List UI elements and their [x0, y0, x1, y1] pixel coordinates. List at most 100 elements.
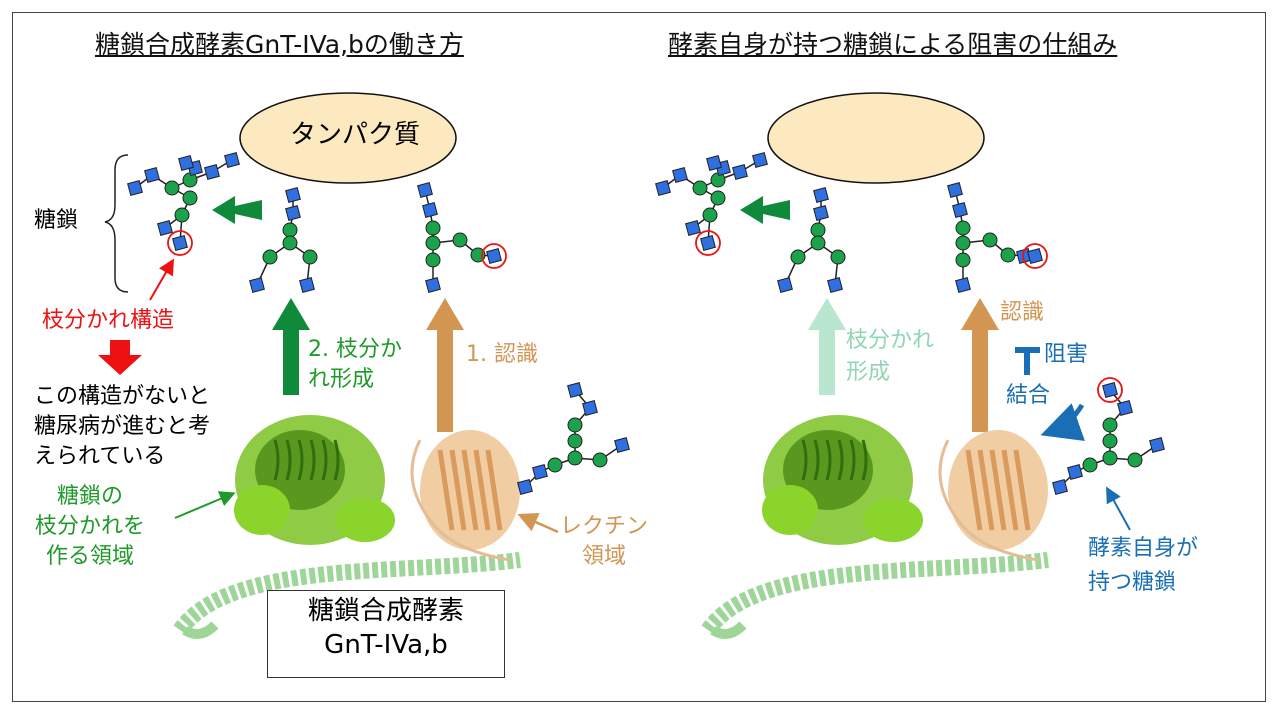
sugar-circle	[282, 235, 298, 251]
sugar-square	[947, 182, 963, 198]
branch-highlight-circle	[695, 230, 721, 256]
enzyme-structure-right	[701, 415, 1049, 639]
sugar-circle	[830, 249, 846, 265]
branch-domain-label: 糖鎖の枝分かれを作る領域	[34, 484, 145, 569]
sugar-circle	[425, 252, 441, 268]
sugar-circle	[567, 450, 583, 466]
glycan-branched	[655, 152, 768, 256]
sugar-circle	[810, 235, 826, 251]
step2-arrow	[272, 298, 310, 395]
sugar-square	[567, 382, 583, 398]
sugar-square	[517, 479, 533, 495]
sugar-square	[732, 164, 748, 180]
down-arrow-red	[98, 340, 142, 375]
glycan-substrate-left	[417, 182, 507, 293]
binding-label: 結合	[1006, 383, 1051, 408]
protein-ellipse-left	[239, 92, 457, 184]
sugar-square	[813, 205, 829, 221]
sugar-square	[224, 152, 240, 168]
sugar-circle	[174, 207, 190, 223]
left-title: 糖鎖合成酵素GnT-IVa,bの働き方	[95, 30, 464, 59]
sugar-circle	[182, 190, 198, 206]
sugar-circle	[567, 417, 583, 433]
sugar-square	[827, 277, 843, 293]
sugar-square	[1102, 382, 1118, 398]
sugar-square	[813, 187, 829, 203]
sugar-square	[486, 248, 502, 264]
branch-pointer-arrow	[149, 258, 175, 301]
sugar-circle	[702, 207, 718, 223]
sugar-square	[532, 464, 548, 480]
sugar-circle	[955, 220, 971, 236]
sugar-circle	[302, 249, 318, 265]
sugar-circle	[1082, 457, 1098, 473]
enzyme-structure-left	[173, 415, 521, 639]
sugar-square	[706, 155, 722, 171]
sugar-circle	[692, 180, 708, 196]
glycan-label: 糖鎖	[34, 208, 79, 233]
sugar-circle	[710, 190, 726, 206]
step1-arrow	[426, 298, 464, 432]
sugar-circle	[1102, 417, 1118, 433]
self-glycan-pointer-arrow	[1106, 486, 1131, 531]
recognition-label: 認識	[1000, 300, 1045, 325]
sugar-circle	[164, 180, 180, 196]
glycan-enzyme-own-left	[517, 382, 630, 495]
sugar-square	[614, 437, 630, 453]
glycan-brace	[104, 154, 129, 293]
sugar-circle	[592, 452, 608, 468]
step1-label: 1. 認識	[466, 342, 538, 367]
right-title: 酵素自身が持つ糖鎖による阻害の仕組み	[668, 30, 1118, 59]
lectin-label: レクチン領域	[560, 514, 649, 569]
sugar-square	[952, 202, 968, 218]
sugar-circle	[810, 222, 826, 238]
glycan-middle	[249, 187, 318, 293]
binding-arrow	[1040, 403, 1085, 441]
domain-pointer-arrow	[174, 491, 236, 519]
sugar-square	[249, 277, 265, 293]
sugar-square	[425, 277, 441, 293]
sugar-square	[1027, 248, 1043, 264]
sugar-square	[285, 205, 301, 221]
sugar-square	[655, 180, 671, 196]
sugar-circle	[1102, 433, 1118, 449]
sugar-square	[955, 277, 971, 293]
sugar-circle	[547, 457, 563, 473]
sugar-circle	[182, 172, 198, 188]
sugar-circle	[982, 232, 998, 248]
sugar-square	[178, 155, 194, 171]
inhibition-label: 阻害	[1044, 342, 1089, 367]
branch-highlight-circle	[167, 230, 193, 256]
sugar-circle	[710, 172, 726, 188]
sugar-square	[127, 180, 143, 196]
step2-label: 2. 枝分かれ形成	[308, 337, 402, 392]
glycan-middle	[777, 187, 846, 293]
sugar-square	[777, 277, 793, 293]
self-glycan-label: 酵素自身が持つ糖鎖	[1088, 536, 1199, 595]
sugar-circle	[452, 232, 468, 248]
sugar-circle	[1127, 452, 1143, 468]
sugar-square	[1067, 464, 1083, 480]
branch-structure-label: 枝分かれ構造	[42, 308, 175, 333]
sugar-square	[1052, 479, 1068, 495]
sugar-square	[1117, 400, 1133, 416]
sugar-circle	[955, 235, 971, 251]
sugar-circle	[1000, 247, 1016, 263]
sugar-circle	[1102, 450, 1118, 466]
sugar-square	[700, 235, 716, 251]
sugar-square	[417, 182, 433, 198]
sugar-square	[582, 400, 598, 416]
sugar-circle	[425, 220, 441, 236]
sugar-square	[672, 167, 688, 183]
branch-arrow-faded	[808, 298, 846, 395]
glycan-substrate-right	[947, 182, 1048, 293]
sugar-square	[299, 277, 315, 293]
protein-ellipse-right	[767, 92, 985, 184]
branch-highlight-circle	[481, 243, 507, 269]
glycan-enzyme-own-right	[1052, 377, 1165, 495]
sugar-square	[157, 220, 173, 236]
sugar-square	[1149, 437, 1165, 453]
recognition-arrow	[961, 298, 999, 432]
